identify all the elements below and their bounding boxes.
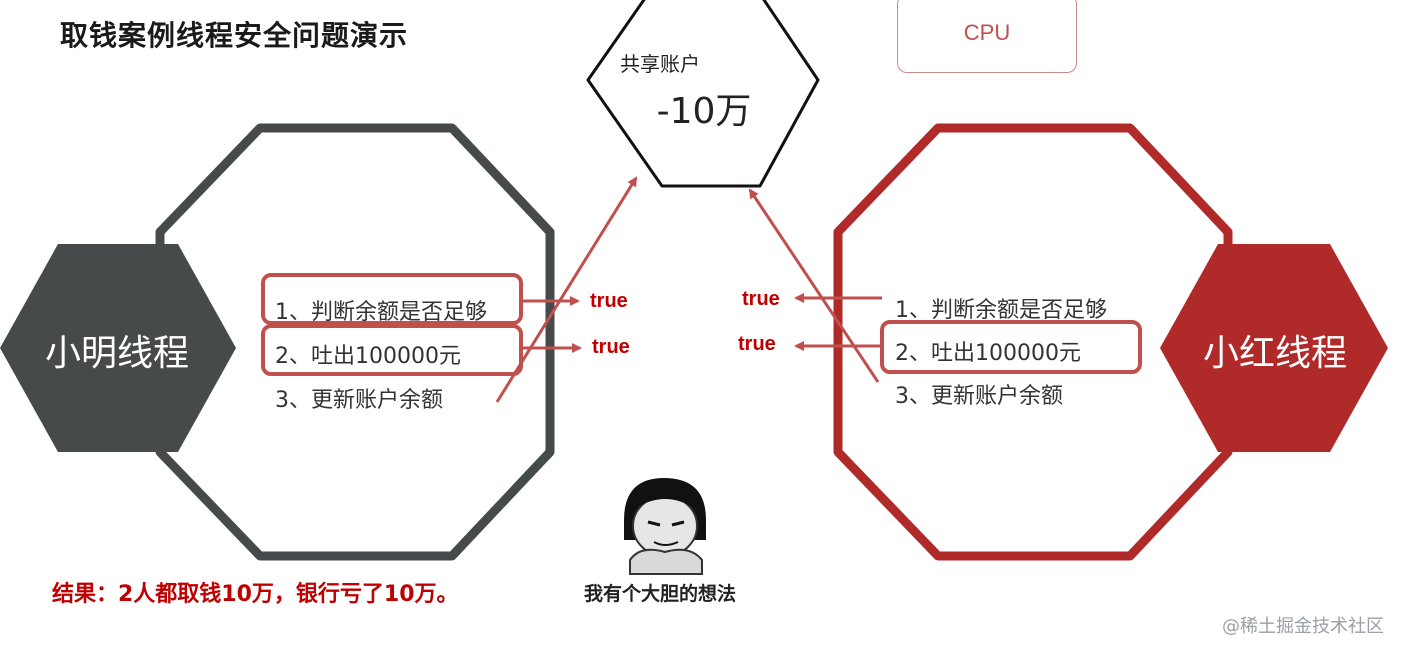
left-step-3: 3、更新账户余额 [275,388,443,413]
left-step-2: 2、吐出100000元 [275,344,461,369]
right-step-3: 3、更新账户余额 [895,384,1063,409]
left-result-1: true [590,290,628,312]
shared-account-label: 共享账户 [620,52,700,76]
left-step2-highlight [261,324,523,376]
left-result-2: true [592,336,630,358]
result-statement: 结果：2人都取钱10万，银行亏了10万。 [52,582,459,607]
meme-face-illustration [624,478,706,575]
left-thread-outline-hexagon [155,123,555,561]
shared-account-value: -10万 [656,91,752,132]
left-step-1: 1、判断余额是否足够 [275,300,487,325]
left-update-arrow [495,176,638,403]
right-thread-name: 小红线程 [1202,333,1347,374]
right-result-1: true [742,288,780,310]
right-update-arrow [748,188,880,383]
left-thread-name: 小明线程 [44,333,189,374]
right-thread-filled-hexagon [1160,244,1388,452]
shared-account-hexagon [586,0,820,188]
left-thread-filled-hexagon [0,244,236,452]
right-result-2: true [738,333,776,355]
watermark: @稀土掘金技术社区 [1222,616,1384,637]
page-title: 取钱案例线程安全问题演示 [60,19,409,52]
right-step-2: 2、吐出100000元 [895,341,1081,366]
left-step1-highlight [261,273,523,325]
right-step-1: 1、判断余额是否足够 [895,298,1107,323]
cpu-box [897,0,1077,73]
meme-caption: 我有个大胆的想法 [584,583,737,605]
cpu-label: CPU [963,20,1011,45]
